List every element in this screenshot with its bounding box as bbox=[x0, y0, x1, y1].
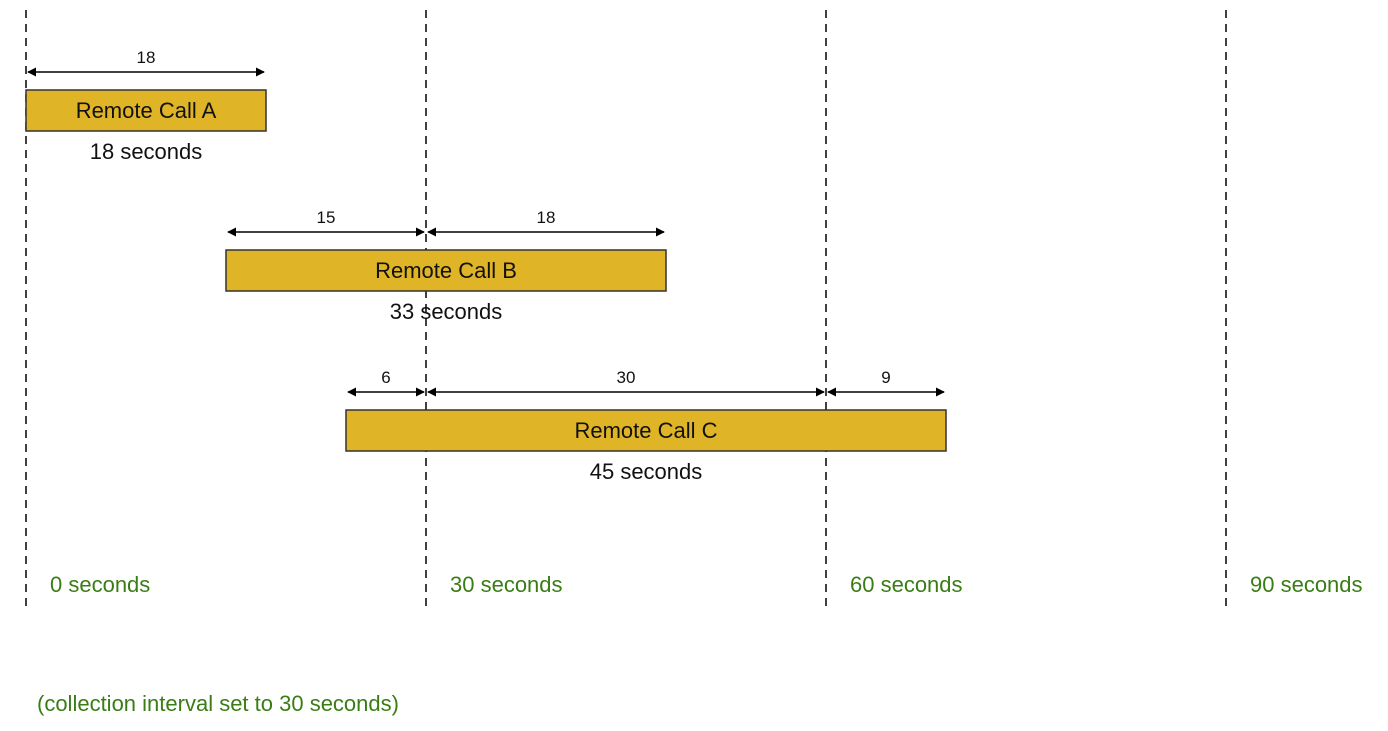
collection-interval-note: (collection interval set to 30 seconds) bbox=[37, 691, 399, 716]
remote-call-name: Remote Call B bbox=[375, 258, 517, 283]
remote-call-bar bbox=[225, 249, 667, 292]
remote-call-name: Remote Call A bbox=[76, 98, 217, 123]
total-duration-label: 45 seconds bbox=[590, 459, 703, 484]
segment-duration-label: 30 bbox=[617, 368, 636, 387]
segment-duration-label: 6 bbox=[381, 368, 390, 387]
remote-call-bar bbox=[25, 89, 267, 132]
segment-duration-label: 15 bbox=[317, 208, 336, 227]
total-duration-label: 18 seconds bbox=[90, 139, 203, 164]
segment-duration-label: 9 bbox=[881, 368, 890, 387]
remote-call-name: Remote Call C bbox=[574, 418, 717, 443]
segment-duration-label: 18 bbox=[137, 48, 156, 67]
interval-time-labels: 0 seconds 30 seconds 60 seconds 90 seconds bbox=[50, 572, 1363, 597]
segment-duration-label: 18 bbox=[537, 208, 556, 227]
time-marker-label: 30 seconds bbox=[450, 572, 563, 597]
time-marker-label: 60 seconds bbox=[850, 572, 963, 597]
remote-call-bar bbox=[345, 409, 947, 452]
time-marker-label: 90 seconds bbox=[1250, 572, 1363, 597]
total-duration-label: 33 seconds bbox=[390, 299, 503, 324]
time-marker-label: 0 seconds bbox=[50, 572, 150, 597]
